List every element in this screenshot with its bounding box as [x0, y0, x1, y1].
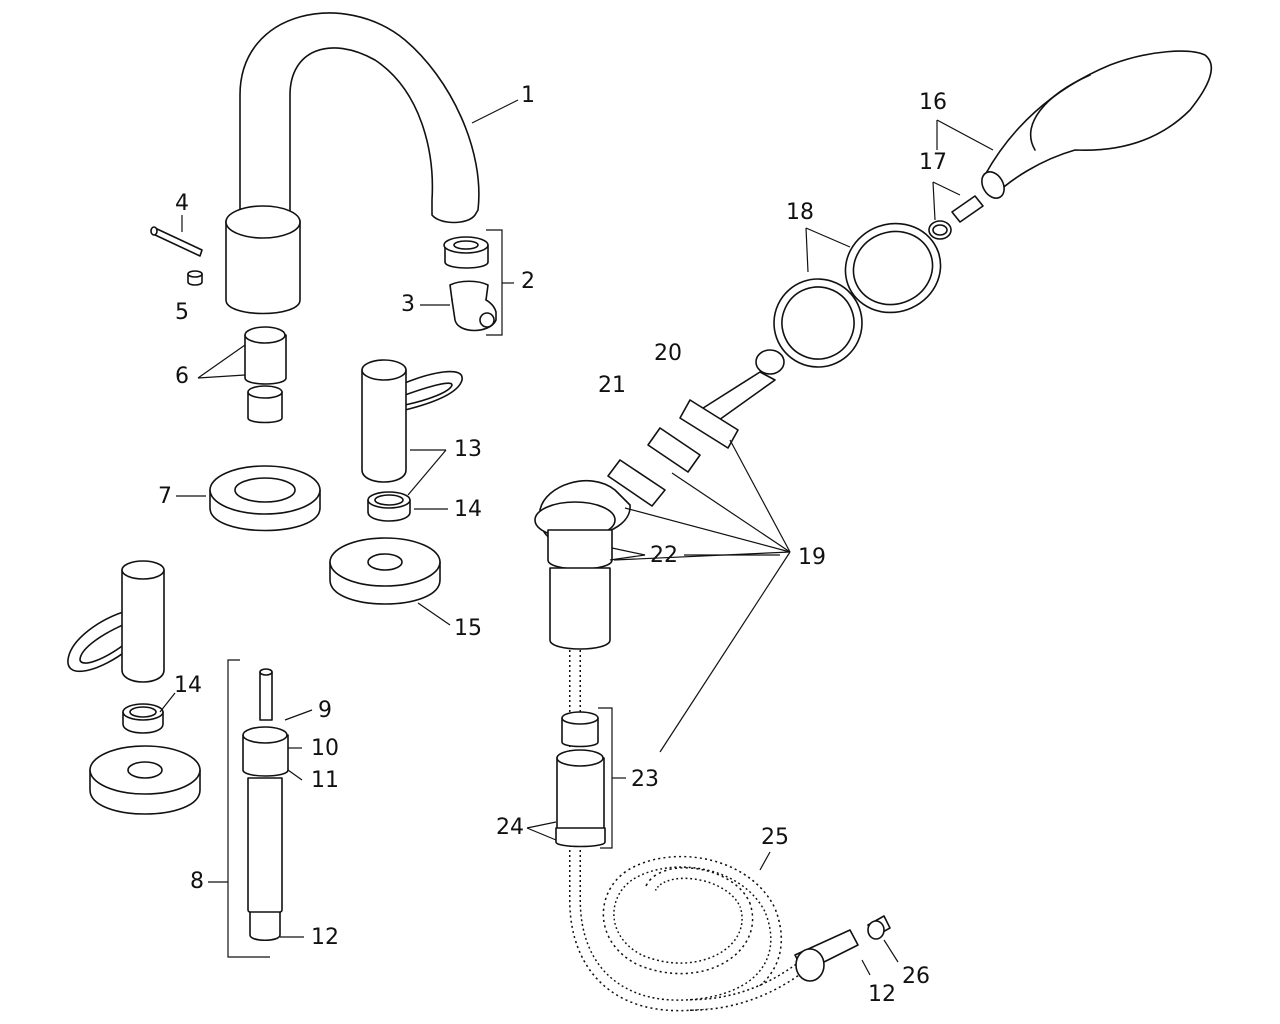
callout-14b: 14 [174, 673, 202, 698]
callout-21: 21 [598, 373, 626, 398]
handle-part-13 [361, 359, 463, 483]
callout-5: 5 [175, 300, 189, 325]
handle-part-left [67, 560, 165, 683]
hose-end-part-24 [555, 827, 606, 848]
ring-part-18-large [844, 222, 942, 314]
leader-lines [159, 99, 994, 976]
callout-16: 16 [919, 90, 947, 115]
ring-part-14-right [367, 491, 411, 522]
callout-18: 18 [786, 200, 814, 225]
spout-part-1 [225, 12, 480, 315]
callout-12a: 12 [311, 925, 339, 950]
ring-part-18-small [773, 278, 863, 368]
screw-part-5 [187, 270, 203, 286]
hose-fitting-part-23 [556, 711, 605, 835]
callout-26: 26 [902, 964, 930, 989]
callout-11: 11 [311, 768, 339, 793]
callout-3: 3 [401, 292, 415, 317]
callout-20: 20 [654, 341, 682, 366]
callout-15: 15 [454, 616, 482, 641]
callout-24: 24 [496, 815, 524, 840]
callout-22: 22 [650, 543, 678, 568]
callout-4: 4 [175, 191, 189, 216]
callout-23: 23 [631, 767, 659, 792]
callout-14a: 14 [454, 497, 482, 522]
pin-part-4 [150, 226, 203, 257]
callout-1: 1 [521, 83, 535, 108]
callout-13: 13 [454, 437, 482, 462]
callout-25: 25 [761, 825, 789, 850]
connector-part-17 [928, 195, 984, 240]
callout-19: 19 [798, 545, 826, 570]
hand-shower-part-16 [981, 50, 1213, 199]
callout-labels: 1 2 3 4 5 6 7 8 9 10 11 12 12 13 14 14 1… [158, 83, 947, 1007]
nut-part-26 [867, 915, 891, 940]
callout-12b: 12 [868, 982, 896, 1007]
callout-9: 9 [318, 698, 332, 723]
escutcheon-part-15 [329, 537, 441, 605]
diverter-part-8 [242, 668, 289, 942]
callout-6: 6 [175, 364, 189, 389]
hose-guide-part-19 [534, 349, 785, 650]
callout-10: 10 [311, 736, 339, 761]
ring-part-14-left [122, 703, 164, 734]
aerator-part-2 [443, 236, 497, 332]
callout-7: 7 [158, 484, 172, 509]
cartridge-part-6 [244, 326, 287, 424]
callout-17: 17 [919, 150, 947, 175]
callout-8: 8 [190, 869, 204, 894]
hose-end-connector-part-12 [794, 929, 859, 982]
callout-2: 2 [521, 269, 535, 294]
escutcheon-part-7 [209, 465, 321, 532]
escutcheon-part-left [89, 745, 201, 815]
